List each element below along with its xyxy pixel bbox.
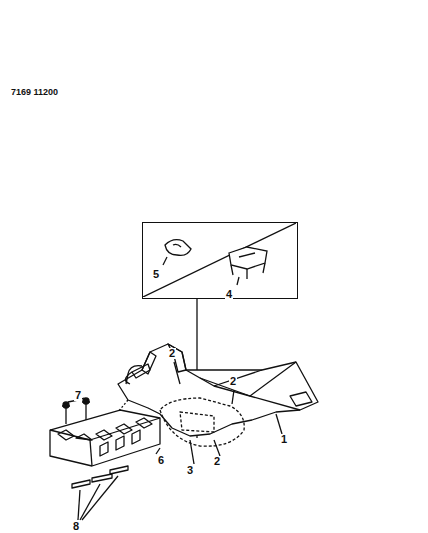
callout-number: 5 [152,269,160,280]
callout-number: 2 [229,376,237,387]
callout-number: 1 [280,434,288,445]
inset-box: 54 [142,222,298,299]
callout-number: 8 [72,521,80,532]
callout-number: 6 [157,455,165,466]
inset-sketch [143,223,296,297]
callout-number: 7 [74,390,82,401]
callout-number: 2 [168,348,176,359]
figure-number: 7169 11200 [10,88,59,97]
callout-number: 3 [186,465,194,476]
callout-number: 2 [213,456,221,467]
callout-number: 4 [225,289,233,300]
